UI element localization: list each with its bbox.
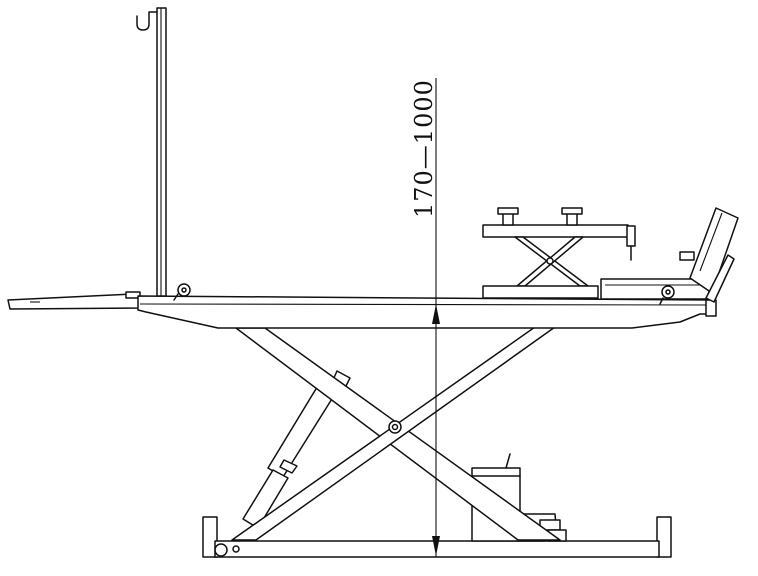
sub-jack	[482, 207, 636, 299]
platform	[7, 283, 717, 329]
center-pivot-icon	[388, 420, 402, 434]
hook-pole	[136, 7, 167, 297]
dimension-label: 170—1000	[410, 79, 438, 218]
dimension-arrow-down-icon	[432, 536, 440, 556]
chock-clamp-icon	[661, 285, 675, 299]
base-roller-icon	[214, 543, 228, 557]
front-wheel-clamp-icon	[177, 283, 191, 297]
dimension-arrow-up-icon	[432, 304, 440, 324]
wheel-chock	[600, 207, 739, 305]
hydraulic-cylinder	[242, 370, 351, 529]
height-dimension: 170—1000	[410, 78, 440, 557]
